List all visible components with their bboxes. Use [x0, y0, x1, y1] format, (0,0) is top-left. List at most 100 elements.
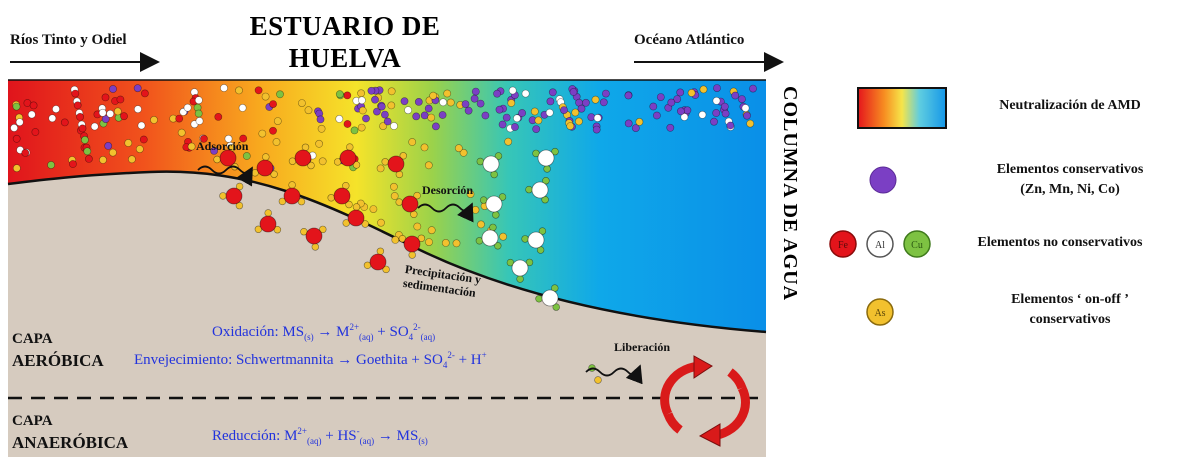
particle: [566, 122, 575, 130]
particle: [10, 124, 18, 132]
particle: [372, 107, 381, 116]
aerobic-line-2: AERÓBICA: [12, 351, 104, 370]
ligand-particle: [352, 203, 361, 211]
particle: [15, 118, 24, 127]
particle-complex: [521, 227, 547, 254]
particle: [194, 96, 203, 105]
particle-complex: [395, 191, 421, 219]
particle: [220, 84, 228, 92]
particle: [676, 88, 685, 97]
particle: [133, 84, 142, 93]
central-particle: [387, 155, 405, 173]
particle: [666, 123, 675, 132]
particle: [390, 192, 399, 200]
particle: [569, 88, 578, 96]
particle-complexes: [213, 143, 602, 384]
particle: [513, 114, 521, 123]
central-particle: [219, 149, 237, 167]
particle: [420, 143, 429, 152]
particle: [150, 116, 158, 124]
ligand-particle: [273, 226, 282, 234]
particle: [504, 137, 513, 146]
reduction-sub: (s): [418, 436, 428, 446]
particle: [258, 129, 267, 138]
redox-cycle-icon: [660, 355, 750, 447]
particle: [726, 121, 735, 130]
aging-reaction: Envejecimiento: Schwertmannita → Goethit…: [134, 350, 487, 370]
particle: [175, 114, 184, 123]
central-particle: [305, 227, 323, 245]
particle: [52, 105, 60, 113]
legend-onoff-line-1: Elementos ‘ on-off ’: [1011, 292, 1129, 307]
particle: [133, 105, 142, 114]
particle: [413, 222, 422, 231]
particle: [592, 125, 601, 134]
central-particle: [256, 159, 274, 177]
particle: [481, 111, 490, 120]
particle: [116, 95, 125, 104]
particle: [508, 86, 517, 95]
particle: [276, 90, 284, 99]
particle: [71, 89, 80, 98]
ligand-particle: [345, 200, 353, 209]
particle: [187, 142, 196, 151]
particle-complex: [535, 284, 560, 311]
anaerobic-line-2: ANAERÓBICA: [12, 433, 129, 452]
ligand-particle: [278, 197, 287, 206]
particle: [127, 155, 136, 164]
ligand-particle: [235, 201, 244, 210]
particle: [593, 114, 602, 122]
particle: [90, 122, 99, 131]
water-column-label: COLUMNA DE AGUA: [779, 86, 801, 302]
particle: [471, 205, 480, 214]
aerobic-layer-label: CAPA AERÓBICA: [12, 328, 104, 372]
particle: [546, 97, 555, 106]
reduction-text: → MS: [374, 428, 419, 444]
particle: [391, 235, 400, 244]
particle: [741, 104, 750, 112]
central-particle: [333, 187, 351, 205]
particle: [358, 106, 367, 115]
particle: [720, 102, 729, 111]
particle: [712, 96, 721, 105]
particle: [99, 155, 107, 164]
aerobic-line-1: CAPA: [12, 331, 53, 347]
particle: [687, 89, 696, 97]
particle: [414, 98, 423, 106]
particle: [12, 134, 21, 143]
reduction-sub: (aq): [306, 436, 322, 446]
particle-complex: [532, 147, 559, 173]
particle: [316, 115, 325, 124]
ligand-particle: [342, 219, 350, 227]
ligand-particle: [536, 246, 545, 254]
ligand-particle: [541, 196, 549, 204]
particle: [199, 134, 208, 143]
particle: [210, 146, 218, 155]
ligand-particle: [516, 275, 524, 283]
ligand-particle: [288, 181, 296, 189]
particle: [120, 112, 128, 121]
particle: [424, 161, 433, 170]
particle: [343, 91, 352, 100]
particle-complex: [254, 209, 282, 234]
ligand-particle: [417, 234, 426, 243]
particle: [272, 138, 281, 146]
particle: [427, 113, 436, 122]
ligand-particle: [494, 152, 503, 160]
particle: [599, 98, 608, 107]
particle: [357, 123, 366, 132]
legend-conservative-line-1: Elementos conservativos: [996, 162, 1144, 177]
central-particle: [294, 149, 312, 167]
ligand-particle: [398, 235, 407, 243]
oxidation-reaction: Oxidación: MS(s) → M2+(aq) + SO42-(aq): [212, 322, 435, 342]
particle-complex: [342, 203, 369, 228]
particle: [721, 109, 730, 118]
ligand-particle: [297, 197, 306, 206]
particle-complex: [398, 234, 426, 259]
particle: [530, 107, 539, 116]
legend-non-conservative-label: Elementos no conservativos: [977, 235, 1143, 250]
particle: [297, 99, 306, 107]
reduction-text: + HS: [321, 428, 357, 444]
particle: [83, 147, 92, 156]
particle: [390, 122, 398, 130]
